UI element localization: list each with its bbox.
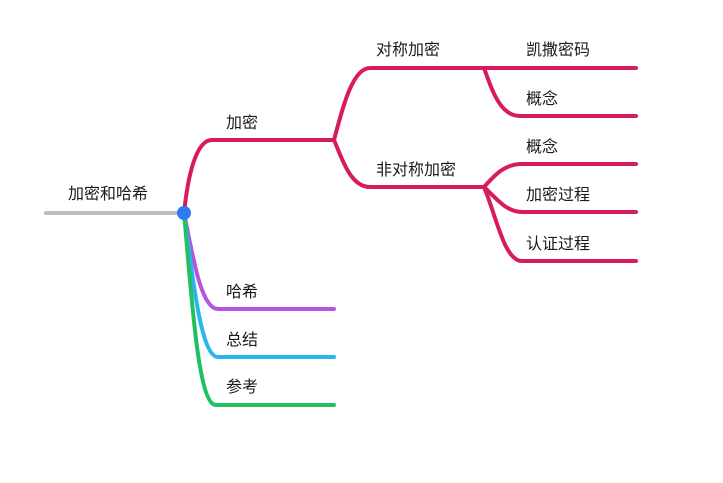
leaf-connector-encrypt-process (482, 185, 638, 214)
topic-reference[interactable]: 参考 (226, 377, 258, 396)
topic-hash[interactable]: 哈希 (226, 282, 258, 301)
topic-symmetric-concept[interactable]: 概念 (526, 89, 558, 108)
root-topic[interactable]: 加密和哈希 (68, 184, 148, 203)
leaf-connector-symmetric-concept (482, 66, 638, 118)
branch-connector-reference (182, 211, 336, 407)
branch-connector-jiami (182, 138, 336, 215)
topic-authentication-process[interactable]: 认证过程 (526, 234, 590, 253)
leaf-connector-asymmetric-concept (482, 162, 638, 189)
topic-asymmetric-encryption[interactable]: 非对称加密 (376, 160, 456, 179)
topic-summary[interactable]: 总结 (226, 330, 258, 349)
topic-encryption-process[interactable]: 加密过程 (526, 185, 590, 204)
branch-connector-hash (182, 211, 336, 311)
topic-symmetric-encryption[interactable]: 对称加密 (376, 40, 440, 59)
subbranch-connector-symmetric (332, 66, 486, 142)
leaf-connector-auth-process (482, 185, 638, 263)
topic-jiami[interactable]: 加密 (226, 113, 258, 132)
topic-asymmetric-concept[interactable]: 概念 (526, 137, 558, 156)
root-node-dot[interactable] (177, 206, 191, 220)
branch-connector-summary (182, 211, 336, 359)
topic-caesar-cipher[interactable]: 凯撒密码 (526, 40, 590, 59)
subbranch-connector-asymmetric (332, 138, 486, 189)
